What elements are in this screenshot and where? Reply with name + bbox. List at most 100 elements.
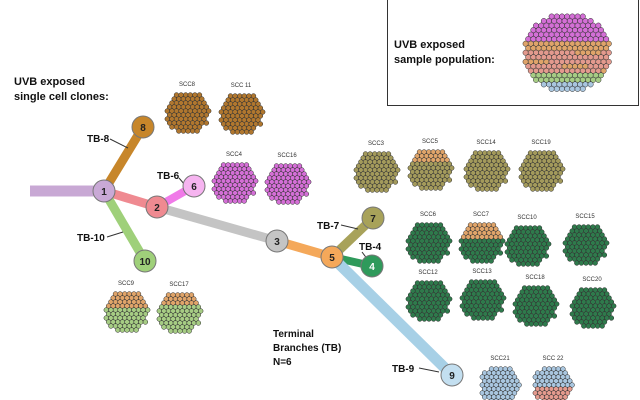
cell [547, 289, 553, 295]
sample-cell [579, 13, 586, 20]
cell [516, 261, 522, 267]
cell [446, 177, 453, 183]
cell [501, 295, 507, 301]
clone-label: SCC18 [525, 275, 545, 281]
sample-cell [600, 31, 607, 38]
cell [248, 129, 254, 135]
cell [140, 315, 146, 321]
clone-scc21: SCC21 [479, 356, 522, 400]
clone-label: SCC 22 [542, 356, 564, 362]
cell [530, 186, 536, 192]
sample-population-blob [522, 13, 612, 92]
cell [119, 327, 126, 333]
sample-cell [548, 85, 555, 92]
cell [432, 185, 439, 191]
cell [578, 260, 585, 266]
clone-scc18: SCC18 [512, 275, 560, 327]
svg-text:2: 2 [154, 203, 160, 214]
sample-cell [569, 85, 576, 92]
clone-scc12: SCC12 [405, 270, 453, 322]
sample-cell [553, 85, 560, 92]
cell [299, 167, 305, 173]
cell [509, 257, 515, 263]
branch-1-8 [100, 124, 147, 194]
svg-text:1: 1 [101, 187, 107, 198]
cell [253, 97, 259, 103]
svg-text:6: 6 [191, 182, 197, 193]
cell [514, 378, 520, 384]
cell [475, 315, 482, 321]
sample-cell [587, 81, 594, 88]
cell [426, 316, 432, 322]
cell [223, 125, 229, 131]
clone-scc7: SCC7 [458, 212, 506, 264]
clone-scc4: SCC4 [211, 152, 259, 204]
terminal-note-line-3: N=6 [273, 357, 292, 368]
cell [509, 394, 515, 400]
cell [248, 186, 254, 192]
branch-5-9 [328, 253, 456, 379]
cell [555, 158, 561, 164]
cell [250, 125, 257, 131]
cell [479, 186, 486, 192]
cell [383, 187, 389, 193]
cell [511, 374, 518, 380]
cell [250, 93, 257, 99]
clone-scc9: SCC9 [103, 281, 151, 333]
cell [611, 303, 617, 309]
cell [490, 254, 497, 260]
cell [564, 390, 571, 396]
cell [483, 258, 490, 264]
cell [543, 253, 550, 259]
cell [444, 242, 451, 248]
sample-box-line-1: UVB exposed [394, 39, 465, 51]
sample-cell [605, 58, 612, 65]
sample-cell [598, 72, 604, 79]
cell [246, 166, 252, 172]
cell [260, 109, 266, 115]
cell [442, 230, 448, 236]
cell [177, 328, 183, 334]
cell [417, 316, 423, 322]
cell [395, 167, 401, 173]
clone-label: SCC6 [420, 212, 437, 218]
clone-scc16: SCC16 [264, 153, 312, 205]
cell [495, 150, 502, 156]
cell [196, 92, 203, 98]
cell [437, 185, 443, 191]
node-2: 2 [145, 195, 169, 219]
cell [447, 238, 453, 244]
cell [601, 244, 608, 250]
cell [491, 311, 498, 317]
cell [488, 186, 495, 192]
cell [301, 171, 307, 177]
cell [534, 394, 541, 400]
cell [511, 390, 518, 396]
cell [248, 170, 254, 176]
cell [301, 187, 307, 193]
sample-cell [595, 76, 602, 83]
clone-label: SCC5 [422, 139, 439, 145]
cell [500, 158, 506, 164]
sample-cell [598, 27, 604, 34]
cell [599, 248, 605, 254]
clone-scc19: SCC19 [518, 140, 566, 192]
cell [590, 323, 596, 329]
clone-label: SCC20 [582, 277, 602, 283]
svg-text:3: 3 [274, 237, 280, 248]
cell [199, 96, 205, 102]
node-5: 5 [320, 245, 344, 269]
cell [520, 261, 527, 267]
cell [203, 120, 210, 126]
terminal-note-line-2: Branches (TB) [273, 343, 341, 354]
cell [193, 316, 199, 322]
cell [567, 256, 573, 262]
clone-scc15: SCC15 [562, 214, 610, 266]
cell [421, 316, 428, 322]
cell [606, 295, 612, 301]
cell [374, 187, 380, 193]
cell [480, 315, 486, 321]
cell [239, 129, 245, 135]
cell [488, 258, 494, 264]
cell [440, 284, 446, 290]
